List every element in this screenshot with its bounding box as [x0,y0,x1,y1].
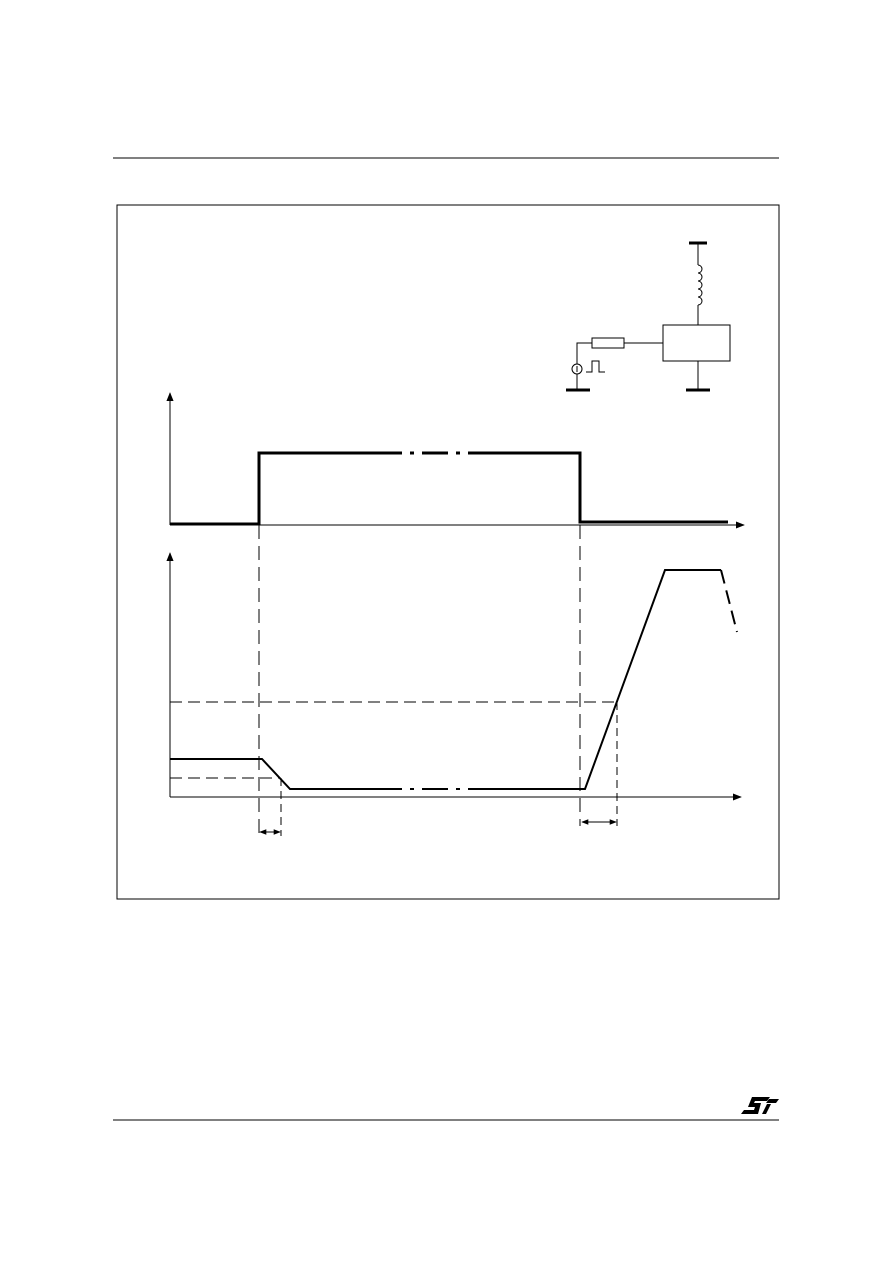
st-logo-t [762,1099,779,1114]
figure-frame [116,204,780,900]
st-logo-s [741,1097,770,1114]
input-pulse [170,451,376,526]
input-pulse [470,451,728,524]
device-block [662,324,731,362]
timing-guides [258,525,618,836]
inductor [697,264,703,306]
st-logo [741,1097,779,1114]
output-waveform [486,569,721,790]
square-pulse-icon [586,360,605,373]
output-waveform-tail [720,569,738,633]
output-waveform [170,758,376,790]
series-resistor [591,337,625,349]
source-wire [576,342,592,364]
circuit-schematic [566,241,731,392]
input-waveform-plot [166,392,745,529]
output-waveform-plot [166,552,742,801]
